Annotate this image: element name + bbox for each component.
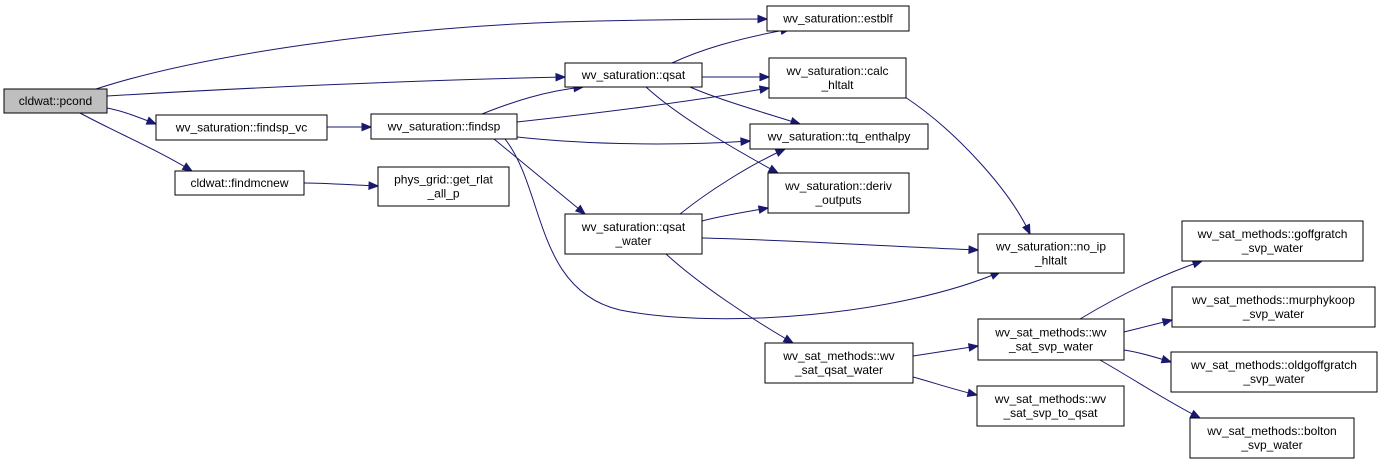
node-box (976, 385, 1125, 427)
node-bolton[interactable]: wv_sat_methods::bolton_svp_water (1189, 417, 1355, 459)
node-box (1171, 286, 1376, 328)
call-nodes: cldwat::pcond wv_saturation::estblfwv_sat… (3, 5, 1378, 459)
edge-qsat_water-to-sat_qsat_water (665, 253, 795, 344)
node-box (564, 213, 703, 255)
node-estblf[interactable]: wv_saturation::estblf (766, 5, 910, 32)
node-oldgoffgratch[interactable]: wv_sat_methods::oldgoffgratch_svp_water (1170, 351, 1378, 393)
node-goffgratch[interactable]: wv_sat_methods::goffgratch_svp_water (1181, 220, 1364, 262)
node-box (155, 114, 328, 141)
node-box (767, 172, 910, 214)
edge-pcond-to-estblf (95, 14, 769, 90)
node-label: wv_sat_methods::bolton (1206, 424, 1336, 438)
edge-pcond-to-findsp_vc (106, 107, 158, 125)
node-get-rlat[interactable]: phys_grid::get_rlat_all_p (377, 166, 510, 207)
node-label: wv_saturation::deriv (784, 179, 892, 193)
node-findmcnew[interactable]: cldwat::findmcnew (174, 170, 305, 196)
node-calc-hltalt[interactable]: wv_saturation::calc_hltalt (768, 57, 907, 99)
node-label: wv_sat_methods::wv (994, 392, 1106, 406)
node-box (3, 88, 108, 114)
node-label: wv_saturation::calc (785, 64, 888, 78)
node-label: wv_saturation::qsat (581, 220, 686, 234)
node-deriv-outputs[interactable]: wv_saturation::deriv_outputs (767, 172, 910, 214)
node-box (370, 113, 518, 140)
edge-sat_svp_water-to-oldgoffgratch (1123, 349, 1173, 364)
node-label: wv_saturation::no_ip (995, 240, 1106, 254)
edge-findsp-to-qsat (481, 83, 585, 115)
node-label: _hltalt (820, 78, 854, 92)
node-label: cldwat::pcond (19, 94, 92, 108)
edge-sat_svp_water-to-bolton (1099, 359, 1202, 419)
node-label: _outputs (814, 193, 861, 207)
node-label: wv_sat_methods::oldgoffgratch (1190, 358, 1357, 372)
node-label: _svp_water (1241, 241, 1303, 255)
node-label: wv_saturation::findsp (387, 120, 501, 134)
node-findsp-vc[interactable]: wv_saturation::findsp_vc (155, 114, 328, 141)
node-label: wv_sat_methods::goffgratch (1197, 227, 1348, 241)
node-label: cldwat::findmcnew (190, 176, 288, 190)
node-label: phys_grid::get_rlat (394, 173, 493, 187)
node-label: wv_saturation::qsat (581, 68, 686, 82)
node-label: _sat_svp_to_qsat (1002, 406, 1098, 420)
edge-qsat_water-to-no_ip_hltalt (701, 237, 980, 254)
node-label: wv_sat_methods::wv (782, 349, 894, 363)
edge-qsat_water-to-tq_enthalpy (679, 148, 787, 215)
node-label: wv_sat_methods::murphykoop (1191, 293, 1355, 307)
edge-pcond-to-qsat (106, 72, 567, 97)
node-sat-qsat-water[interactable]: wv_sat_methods::wv_sat_qsat_water (764, 342, 914, 384)
node-label: wv_sat_methods::wv (994, 326, 1106, 340)
edge-qsat-to-deriv_outputs (645, 86, 780, 174)
node-box (564, 62, 703, 88)
node-box (377, 166, 510, 207)
edge-sat_svp_water-to-murphykoop (1123, 318, 1174, 333)
node-no-ip-hltalt[interactable]: wv_saturation::no_ip_hltalt (977, 233, 1125, 274)
node-label: wv_saturation::tq_enthalpy (767, 130, 911, 144)
node-label: _svp_water (1242, 307, 1304, 321)
node-label: _svp_water (1240, 438, 1302, 452)
edge-sat_qsat_water-to-svp_to_qsat (912, 376, 979, 397)
node-label: _svp_water (1242, 372, 1304, 386)
node-label: wv_saturation::findsp_vc (175, 121, 307, 135)
node-box (749, 123, 929, 150)
node-label: _sat_svp_water (1008, 340, 1093, 354)
node-box (977, 318, 1125, 361)
edge-findsp-to-qsat_water (493, 138, 587, 215)
edge-sat_qsat_water-to-sat_svp_water (912, 343, 980, 357)
node-label: _water (614, 234, 651, 248)
node-box (766, 5, 910, 32)
node-box (768, 57, 907, 99)
edge-findsp_vc-to-findsp (327, 122, 373, 132)
node-box (1189, 417, 1355, 459)
node-qsat[interactable]: wv_saturation::qsat (564, 62, 703, 88)
node-box (764, 342, 914, 384)
edge-qsat-to-calc_hltalt (701, 72, 771, 82)
node-findsp[interactable]: wv_saturation::findsp (370, 113, 518, 140)
edge-pcond-to-findmcnew (79, 112, 194, 172)
call-edges (79, 14, 1204, 419)
node-murphykoop[interactable]: wv_sat_methods::murphykoop_svp_water (1171, 286, 1376, 328)
edge-findmcnew-to-get_rlat (303, 181, 380, 190)
node-box (174, 170, 305, 196)
node-box (1181, 220, 1364, 262)
edge-findsp-to-tq_enthalpy (516, 136, 752, 146)
node-tq-enthalpy[interactable]: wv_saturation::tq_enthalpy (749, 123, 929, 150)
node-sat-svp-water[interactable]: wv_sat_methods::wv_sat_svp_water (977, 318, 1125, 361)
node-svp-to-qsat[interactable]: wv_sat_methods::wv_sat_svp_to_qsat (976, 385, 1125, 427)
edge-qsat_water-to-deriv_outputs (701, 205, 770, 222)
edge-findsp-to-calc_hltalt (516, 85, 771, 123)
node-box (1170, 351, 1378, 393)
node-label: _sat_qsat_water (794, 363, 883, 377)
node-label: _hltalt (1034, 254, 1068, 268)
node-label: _all_p (426, 187, 459, 201)
node-box (977, 233, 1125, 274)
node-label: wv_saturation::estblf (782, 12, 893, 26)
node-qsat-water[interactable]: wv_saturation::qsat_water (564, 213, 703, 255)
edge-calc_hltalt-to-no_ip_hltalt (904, 96, 1031, 236)
node-pcond[interactable]: cldwat::pcond (3, 88, 108, 114)
